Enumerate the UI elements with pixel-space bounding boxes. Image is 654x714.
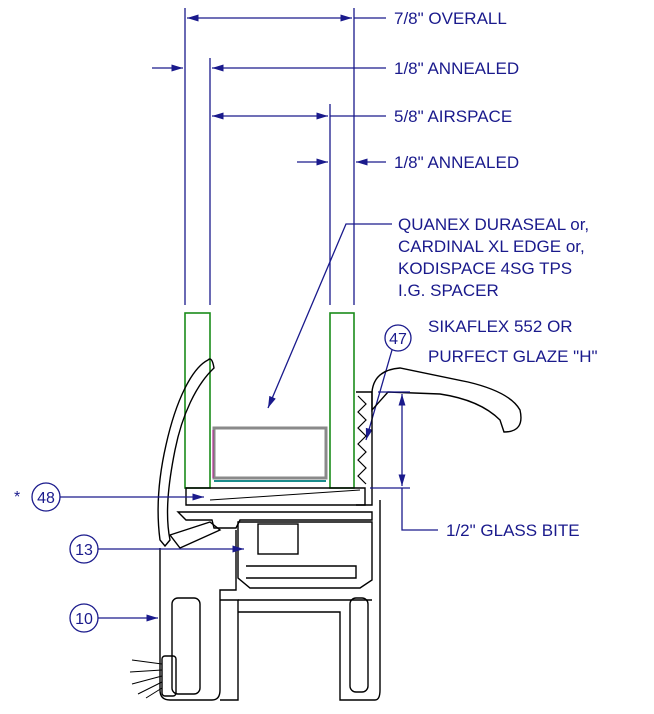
outer-lite-dimension-label: 1/8" ANNEALED — [394, 59, 519, 78]
extension-lines — [184, 8, 355, 305]
sash-left-wall — [159, 530, 237, 701]
glazing-bead-clip — [168, 521, 222, 549]
callout-48-mark: * — [14, 489, 20, 506]
sealant-note-line-1: SIKAFLEX 552 OR — [428, 317, 573, 336]
callout-47-label: 47 — [389, 331, 407, 348]
ig-spacer — [212, 426, 328, 480]
spacer-note-line-3: KODISPACE 4SG TPS — [398, 259, 572, 278]
overall-dimension: 7/8" OVERALL — [187, 9, 507, 28]
sash-inner-pocket — [257, 523, 299, 555]
sash-right-leg — [238, 500, 381, 701]
inner-lite-dimension-label: 1/8" ANNEALED — [394, 153, 519, 172]
spacer-note-line-2: CARDINAL XL EDGE or, — [398, 237, 585, 256]
callout-13-label: 13 — [75, 542, 93, 559]
callout-48-label: 48 — [37, 490, 55, 507]
sealant-note: SIKAFLEX 552 OR PURFECT GLAZE "H" 47 — [365, 317, 598, 441]
callout-48: * 48 — [14, 482, 204, 512]
setting-block — [185, 487, 366, 506]
outer-lite-dimension: 1/8" ANNEALED — [152, 59, 519, 78]
airspace-dimension-label: 5/8" AIRSPACE — [394, 107, 512, 126]
overall-dimension-label: 7/8" OVERALL — [394, 9, 507, 28]
airspace-dimension: 5/8" AIRSPACE — [212, 107, 512, 126]
glass-bite-dimension: 1/2" GLASS BITE — [370, 391, 580, 540]
frame-profile — [129, 358, 522, 701]
callout-10: 10 — [69, 603, 158, 633]
sash-left-chamber — [171, 597, 201, 695]
outer-glass-lite — [184, 312, 211, 489]
sealant-note-line-2: PURFECT GLAZE "H" — [428, 347, 598, 366]
sealant-bead — [357, 395, 367, 485]
sash-chamber-rib — [246, 565, 357, 579]
exterior-glazing-leg — [157, 358, 215, 548]
interior-glazing-stop — [356, 391, 373, 506]
sash-upper-chamber — [237, 521, 373, 589]
weatherstrip-fibers — [129, 659, 163, 699]
sash-center-leg — [220, 599, 239, 701]
spacer-note-line-4: I.G. SPACER — [398, 281, 499, 300]
interior-glazing-bead — [371, 367, 522, 433]
callout-10-label: 10 — [75, 611, 93, 628]
inner-lite-dimension: 1/8" ANNEALED — [297, 153, 519, 172]
spacer-note: QUANEX DURASEAL or, CARDINAL XL EDGE or,… — [267, 215, 589, 409]
glass-bite-dimension-label: 1/2" GLASS BITE — [446, 521, 580, 540]
sash-right-chamber — [349, 597, 369, 693]
spacer-note-line-1: QUANEX DURASEAL or, — [398, 215, 589, 234]
sash-top-rail — [176, 511, 373, 529]
weatherstrip-holder — [161, 655, 177, 697]
glass-unit — [184, 312, 355, 489]
inner-glass-lite — [329, 312, 355, 489]
callout-13: 13 — [69, 534, 244, 564]
callout-47-circle — [384, 324, 412, 352]
